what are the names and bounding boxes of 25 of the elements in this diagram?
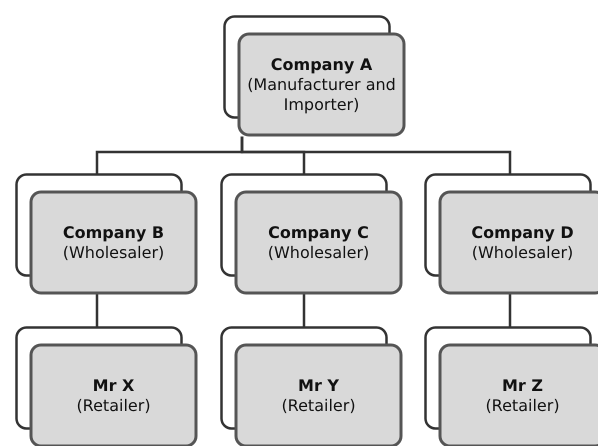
node-title: Mr X (92, 376, 134, 396)
node-title: Mr Y (298, 376, 339, 396)
connector-line (240, 136, 512, 174)
stacked-box (223, 15, 406, 137)
stacked-box (424, 173, 598, 295)
stacked-box (220, 173, 403, 295)
node-role: (Retailer) (281, 396, 356, 416)
connector-line (96, 294, 98, 327)
stacked-box (424, 326, 598, 446)
node-role: (Wholesaler) (62, 242, 164, 262)
node-title: Company D (471, 222, 574, 242)
connector-line (302, 294, 306, 327)
stacked-box (220, 326, 403, 446)
stacked-box (15, 173, 198, 295)
node-title: Mr Z (502, 376, 543, 396)
node-title: Company C (268, 222, 369, 242)
node-role: (Manufacturer and Importer) (246, 74, 397, 114)
node-role: (Retailer) (485, 396, 560, 416)
node-title: Company A (270, 54, 372, 74)
stacked-box (15, 326, 198, 446)
connector-line (508, 294, 512, 327)
node-role: (Retailer) (76, 396, 151, 416)
node-role: (Wholesaler) (268, 242, 370, 262)
node-title: Company B (62, 222, 164, 242)
node-role: (Wholesaler) (472, 242, 574, 262)
